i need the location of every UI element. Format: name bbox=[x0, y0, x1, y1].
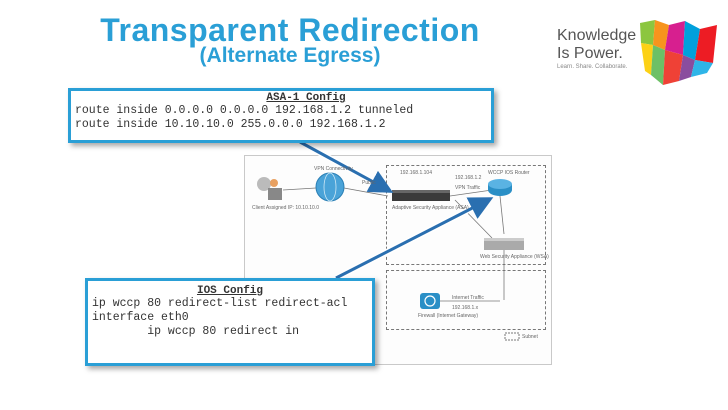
wccp-router-icon bbox=[488, 179, 512, 196]
asa-ip-label: 192.168.1.104 bbox=[400, 170, 432, 176]
logo-text-line1: Knowledge bbox=[557, 27, 637, 44]
wsa-appliance-icon bbox=[484, 238, 524, 250]
subnet-legend-label: Subnet bbox=[522, 334, 538, 340]
wsa-label: Web Security Appliance (WSA) bbox=[480, 254, 549, 260]
vpn-traffic-label: VPN Traffic bbox=[455, 185, 481, 191]
asa-config-arrow bbox=[298, 139, 394, 193]
asa-config-line-1: route inside 0.0.0.0 0.0.0.0 192.168.1.2… bbox=[75, 104, 414, 117]
asa-config-callout: ASA-1 Config route inside 0.0.0.0 0.0.0.… bbox=[68, 88, 494, 143]
vpn-client-icon bbox=[257, 177, 282, 200]
vpn-connectivity-label: VPN Connectivity bbox=[314, 166, 353, 172]
logo-tagline: Learn. Share. Collaborate. bbox=[557, 64, 628, 70]
asa-config-line-2: route inside 10.10.10.0 255.0.0.0 192.16… bbox=[75, 118, 386, 131]
page-title: Transparent Redirection bbox=[100, 12, 480, 48]
internal-network-boundary bbox=[386, 165, 546, 265]
gateway-boundary bbox=[386, 270, 546, 330]
ios-config-line-1: ip wccp 80 redirect-list redirect-acl bbox=[92, 297, 348, 310]
firewall-label: Firewall (Internet Gateway) bbox=[418, 313, 479, 319]
asa-device-label: Adaptive Security Appliance (ASA) bbox=[392, 205, 469, 211]
ios-config-line-3: interface eth0 bbox=[92, 311, 189, 324]
client-ip-label: Client Assigned IP: 10.10.10.0 bbox=[252, 205, 319, 211]
asa-appliance-icon bbox=[392, 190, 450, 201]
subnet-legend-swatch bbox=[504, 332, 520, 341]
ios-config-arrow bbox=[334, 197, 494, 281]
internet-traffic-label: Internet Traffic bbox=[452, 295, 484, 301]
asa-config-heading: ASA-1 Config bbox=[266, 92, 346, 104]
logo-text-line2: Is Power. bbox=[557, 45, 623, 62]
page-subtitle: (Alternate Egress) bbox=[199, 44, 381, 67]
knowledge-logo-graphic bbox=[640, 20, 717, 85]
router-label: WCCP IOS Router bbox=[488, 170, 530, 176]
ios-config-line-4: ip wccp 80 redirect in bbox=[92, 325, 300, 338]
ios-config-heading: IOS Config bbox=[196, 285, 263, 297]
firewall-icon bbox=[420, 293, 440, 309]
public-label: Public bbox=[362, 180, 376, 186]
ios-config-callout: IOS Config ip wccp 80 redirect-list redi… bbox=[85, 278, 375, 366]
router-ip-label: 192.168.1.2 bbox=[455, 175, 482, 181]
internet-globe-icon bbox=[315, 172, 345, 202]
firewall-ip-label: 192.168.1.x bbox=[452, 305, 479, 311]
